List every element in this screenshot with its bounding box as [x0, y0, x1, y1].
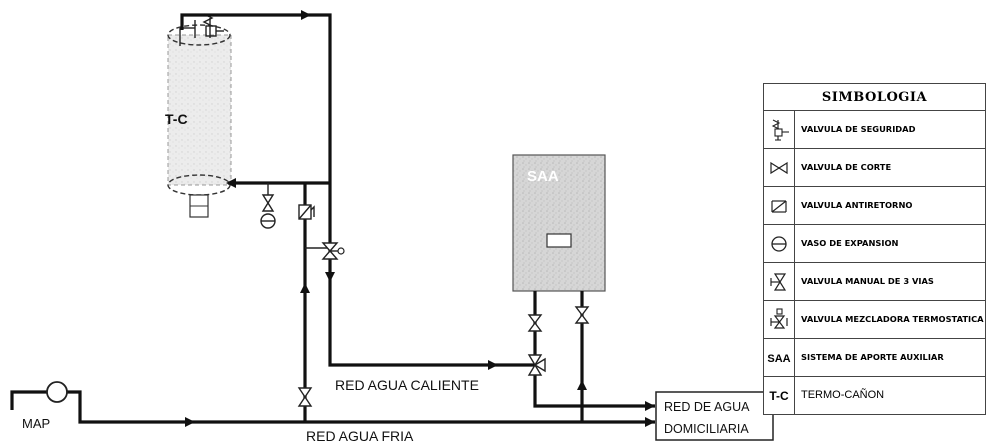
- saa-pipes: [533, 291, 655, 422]
- saa-label: SAA: [527, 168, 559, 185]
- thermostatic-mixer-icon: [321, 242, 345, 260]
- legend-row: VALVULA ANTIRETORNO: [763, 186, 986, 225]
- legend-text: VALVULA DE SEGURIDAD: [794, 110, 986, 149]
- legend-title: SIMBOLOGIA: [763, 83, 986, 111]
- tank-safety-valve-icon: [202, 13, 224, 38]
- legend-text: VALVULA MANUAL DE 3 VIAS: [794, 262, 986, 301]
- three-way-valve-icon: [770, 272, 787, 291]
- legend-text: VASO DE EXPANSION: [794, 224, 986, 263]
- red-agua-line1: RED DE AGUA: [664, 400, 750, 414]
- legend-table: SIMBOLOGIA VALVULA DE SEGURIDAD VALVULA …: [763, 83, 986, 415]
- expansion-vessel-icon: [260, 194, 276, 229]
- thermostatic-mixer-icon: [770, 307, 788, 329]
- red-agua-line2: DOMICILIARIA: [664, 422, 749, 436]
- red-agua-domiciliaria-box: [655, 391, 774, 441]
- red-agua-fria-label: RED AGUA FRIA: [306, 428, 414, 444]
- legend-row: VALVULA DE CORTE: [763, 148, 986, 187]
- legend-row: VALVULA MANUAL DE 3 VIAS: [763, 262, 986, 301]
- shutoff-valve-icon: [770, 161, 788, 174]
- saa-abbr: SAA: [767, 352, 791, 365]
- riser-check-valve-icon: [298, 204, 315, 220]
- legend-text: TERMO-CAÑON: [794, 376, 986, 415]
- saa-valves: [527, 306, 590, 376]
- legend-text: VALVULA DE CORTE: [794, 148, 986, 187]
- map-label: MAP: [22, 416, 50, 431]
- legend-row: SAA SISTEMA DE APORTE AUXILIAR: [763, 338, 986, 377]
- legend-row: VALVULA MEZCLADORA TERMOSTATICA: [763, 300, 986, 339]
- check-valve-icon: [771, 199, 787, 213]
- recirculation-pipe: [226, 178, 330, 195]
- red-agua-caliente-label: RED AGUA CALIENTE: [335, 377, 479, 393]
- riser-shutoff-valve-icon: [297, 387, 313, 407]
- hot-supply-pipe: [180, 10, 535, 370]
- legend-row: VASO DE EXPANSION: [763, 224, 986, 263]
- tc-label: T-C: [165, 111, 188, 127]
- safety-valve-icon: [771, 119, 789, 141]
- expansion-vessel-icon: [771, 235, 787, 252]
- cold-riser-pipe: [300, 183, 330, 422]
- legend-row: T-C TERMO-CAÑON: [763, 376, 986, 415]
- legend-text: VALVULA ANTIRETORNO: [794, 186, 986, 225]
- saa-unit: [512, 154, 606, 292]
- legend-text: SISTEMA DE APORTE AUXILIAR: [794, 338, 986, 377]
- tc-abbr: T-C: [769, 388, 789, 403]
- legend-text: VALVULA MEZCLADORA TERMOSTATICA: [794, 300, 986, 339]
- legend-row: VALVULA DE SEGURIDAD: [763, 110, 986, 149]
- cold-main-pipe: [10, 390, 655, 427]
- map-meter-icon: [46, 381, 68, 403]
